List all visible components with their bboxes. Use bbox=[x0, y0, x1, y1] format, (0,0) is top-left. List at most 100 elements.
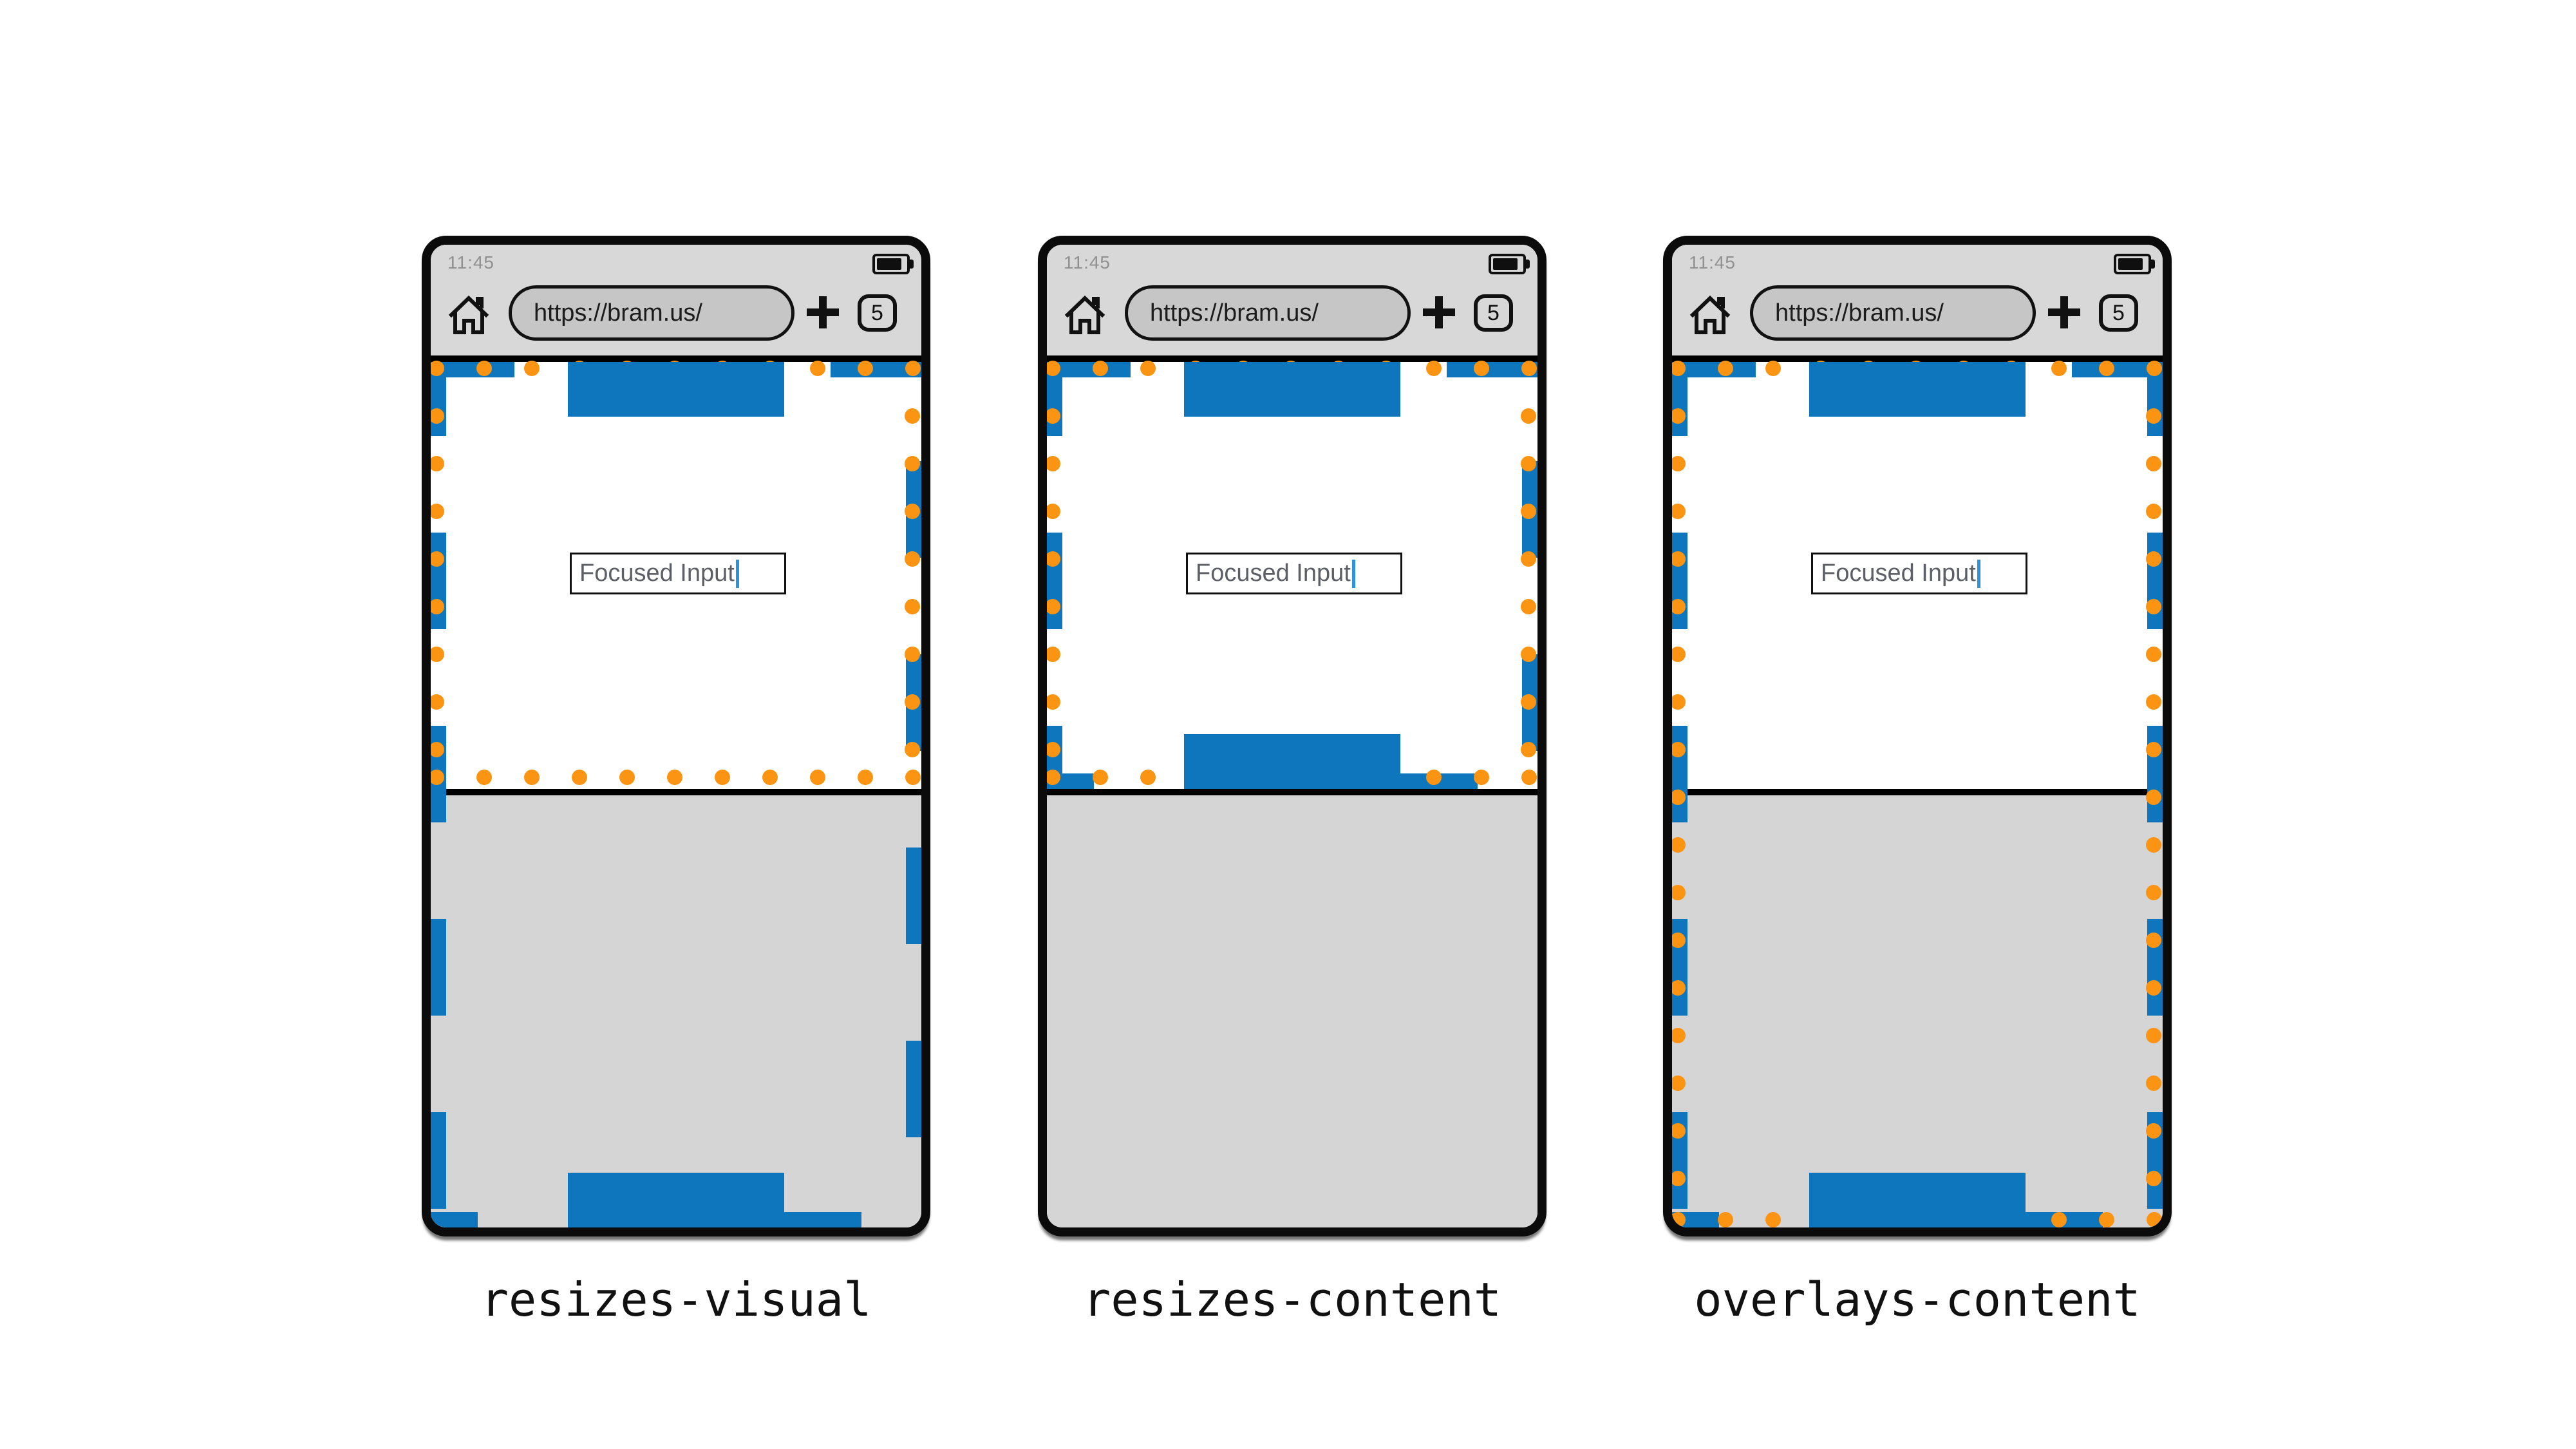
visual-viewport-dot bbox=[2146, 408, 2161, 424]
visual-viewport-dot bbox=[2146, 456, 2161, 471]
plus-icon[interactable] bbox=[803, 292, 843, 332]
visual-viewport-dot bbox=[905, 408, 920, 424]
visual-viewport-dot bbox=[2146, 694, 2161, 710]
focused-input[interactable]: Focused Input bbox=[1811, 553, 2027, 594]
visual-viewport-dot bbox=[1672, 456, 1686, 471]
visual-viewport-dot bbox=[1521, 770, 1537, 785]
visual-viewport-dot bbox=[431, 551, 444, 567]
phone-resizes-content: 11:45 https://bram.us/ 5 bbox=[1038, 236, 1547, 1327]
layout-viewport-right-edge bbox=[906, 848, 921, 944]
visual-viewport-dot bbox=[1672, 1123, 1686, 1139]
tab-count: 5 bbox=[1487, 300, 1500, 325]
visual-viewport-dot bbox=[1521, 599, 1536, 614]
visual-viewport-dot bbox=[1672, 551, 1686, 567]
tab-count: 5 bbox=[871, 300, 883, 325]
visual-viewport-dot bbox=[2051, 1212, 2067, 1227]
layout-viewport-left-edge bbox=[431, 919, 446, 1016]
fixed-header-tab bbox=[1809, 362, 2026, 417]
visual-viewport-dot bbox=[810, 361, 825, 376]
fixed-header-tab bbox=[1184, 362, 1400, 417]
keyboard-top-edge bbox=[1672, 789, 2163, 795]
visual-viewport-dot bbox=[431, 647, 444, 662]
visual-viewport-dot bbox=[2146, 599, 2161, 614]
phone-frame: 11:45 https://bram.us/ 5 bbox=[422, 236, 930, 1236]
status-time: 11:45 bbox=[1064, 252, 1111, 272]
phone-frame: 11:45 https://bram.us/ 5 bbox=[1663, 236, 2172, 1236]
text-caret bbox=[735, 559, 739, 588]
visual-viewport-dot bbox=[1521, 694, 1536, 710]
browser-chrome: 11:45 https://bram.us/ 5 bbox=[1047, 245, 1537, 355]
visual-viewport-dot bbox=[810, 770, 825, 785]
keyboard-top-edge bbox=[431, 789, 921, 795]
url-bar[interactable]: https://bram.us/ bbox=[1750, 285, 2036, 341]
focused-input[interactable]: Focused Input bbox=[570, 553, 786, 594]
status-time: 11:45 bbox=[447, 252, 494, 272]
visual-viewport-dot bbox=[667, 770, 682, 785]
focused-input[interactable]: Focused Input bbox=[1186, 553, 1402, 594]
visual-viewport-dot bbox=[2146, 1075, 2161, 1091]
layout-viewport-bottom-edge bbox=[431, 1212, 478, 1227]
visual-viewport-dot bbox=[2146, 933, 2161, 948]
url-bar[interactable]: https://bram.us/ bbox=[509, 285, 794, 341]
visual-viewport-dot bbox=[1474, 770, 1489, 785]
tab-counter-button[interactable]: 5 bbox=[1474, 294, 1513, 332]
visual-viewport-dot bbox=[1521, 361, 1537, 376]
visual-viewport-dot bbox=[431, 694, 444, 710]
visual-viewport-dot bbox=[1140, 361, 1156, 376]
fixed-footer-tab bbox=[1809, 1173, 2026, 1227]
visual-viewport-dot bbox=[1047, 361, 1060, 376]
layout-viewport-left-edge bbox=[1672, 726, 1688, 822]
visual-viewport-dot bbox=[1047, 694, 1060, 710]
visual-viewport-dot bbox=[1672, 790, 1686, 805]
url-text: https://bram.us/ bbox=[1775, 299, 1944, 327]
visual-viewport-dot bbox=[1672, 742, 1686, 757]
visual-viewport-dot bbox=[1672, 980, 1686, 996]
phone-resizes-visual: 11:45 https://bram.us/ 5 bbox=[422, 236, 930, 1327]
visual-viewport-dot bbox=[1672, 837, 1686, 853]
text-caret bbox=[1977, 559, 1980, 588]
visual-viewport-dot bbox=[858, 361, 873, 376]
tab-counter-button[interactable]: 5 bbox=[2099, 294, 2138, 332]
layout-viewport-left-edge bbox=[1672, 533, 1688, 629]
visual-viewport-dot bbox=[1093, 361, 1108, 376]
visual-viewport-dot bbox=[1521, 551, 1536, 567]
tab-counter-button[interactable]: 5 bbox=[858, 294, 897, 332]
viewport-decorations bbox=[1047, 245, 1537, 1227]
visual-viewport-dot bbox=[1047, 551, 1060, 567]
layout-viewport-left-edge bbox=[431, 1112, 446, 1209]
visual-viewport-dot bbox=[1474, 361, 1489, 376]
visual-viewport-dot bbox=[2051, 361, 2067, 376]
home-icon[interactable] bbox=[1064, 294, 1106, 335]
url-text: https://bram.us/ bbox=[1150, 299, 1319, 327]
plus-icon[interactable] bbox=[2044, 292, 2084, 332]
caption-resizes-content: resizes-content bbox=[1082, 1273, 1502, 1327]
chrome-divider bbox=[1672, 355, 2163, 362]
layout-viewport-left-edge bbox=[431, 533, 446, 629]
visual-viewport-dot bbox=[905, 694, 920, 710]
visual-viewport-dot bbox=[905, 551, 920, 567]
home-icon[interactable] bbox=[1689, 294, 1731, 335]
visual-viewport-dot bbox=[905, 504, 920, 519]
visual-viewport-dot bbox=[1672, 408, 1686, 424]
fixed-header-tab bbox=[568, 362, 784, 417]
virtual-keyboard-area bbox=[1047, 795, 1537, 1227]
home-icon[interactable] bbox=[447, 294, 490, 335]
caption-overlays-content: overlays-content bbox=[1694, 1273, 2141, 1327]
tab-count: 5 bbox=[2112, 300, 2125, 325]
layout-viewport-right-edge bbox=[2147, 726, 2163, 822]
viewport-decorations bbox=[431, 245, 921, 1227]
phone-screen: 11:45 https://bram.us/ 5 bbox=[1672, 245, 2163, 1227]
url-bar[interactable]: https://bram.us/ bbox=[1125, 285, 1411, 341]
visual-viewport-dot bbox=[524, 770, 540, 785]
phone-frame: 11:45 https://bram.us/ 5 bbox=[1038, 236, 1547, 1236]
virtual-keyboard-area bbox=[431, 795, 921, 1227]
input-value: Focused Input bbox=[1196, 560, 1351, 587]
visual-viewport-dot bbox=[1672, 694, 1686, 710]
visual-viewport-dot bbox=[1521, 742, 1536, 757]
keyboard-top-edge bbox=[1047, 789, 1537, 795]
visual-viewport-dot bbox=[905, 770, 921, 785]
visual-viewport-dot bbox=[2147, 361, 2162, 376]
visual-viewport-dot bbox=[1047, 504, 1060, 519]
plus-icon[interactable] bbox=[1419, 292, 1459, 332]
visual-viewport-dot bbox=[2146, 1028, 2161, 1043]
